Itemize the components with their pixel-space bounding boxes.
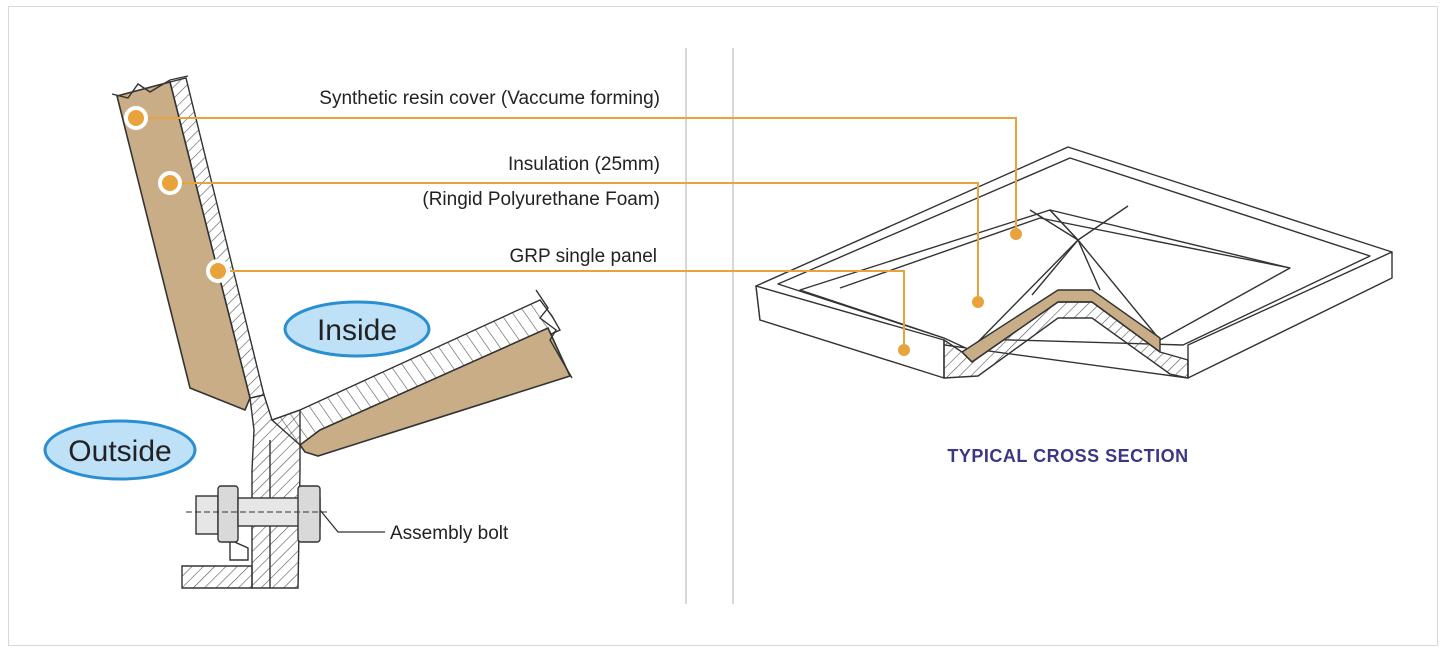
label-resin-cover: Synthetic resin cover (Vaccume forming) [319, 88, 660, 109]
inclined-panel [111, 75, 265, 412]
floor-panel [270, 289, 573, 457]
leader-grp-panel [218, 270, 905, 350]
marker-resin-cover-right [1010, 228, 1022, 240]
foam-layer-right [298, 326, 572, 457]
outside-label-pill: Outside [43, 419, 197, 481]
leader-resin-cover [136, 117, 1017, 232]
label-assembly-bolt: Assembly bolt [390, 523, 509, 544]
outside-label: Outside [68, 435, 171, 468]
marker-insulation-left [158, 171, 182, 195]
marker-resin-cover-left [124, 106, 148, 130]
inside-label: Inside [317, 314, 397, 347]
label-insulation-line2: (Ringid Polyurethane Foam) [422, 189, 660, 210]
label-grp-panel: GRP single panel [509, 246, 657, 267]
inside-label-pill: Inside [283, 300, 431, 358]
foam-layer-left [116, 81, 251, 412]
leader-insulation [170, 182, 979, 302]
marker-grp-panel-left [206, 259, 230, 283]
leader-lines [136, 117, 1017, 350]
assembly-bolt-graphic [186, 485, 385, 543]
caption-typical-cross-section: TYPICAL CROSS SECTION [947, 446, 1188, 466]
marker-insulation-right [972, 296, 984, 308]
label-insulation-line1: Insulation (25mm) [508, 154, 660, 175]
tray-cross-section [755, 146, 1393, 379]
marker-grp-panel-right [898, 344, 910, 356]
